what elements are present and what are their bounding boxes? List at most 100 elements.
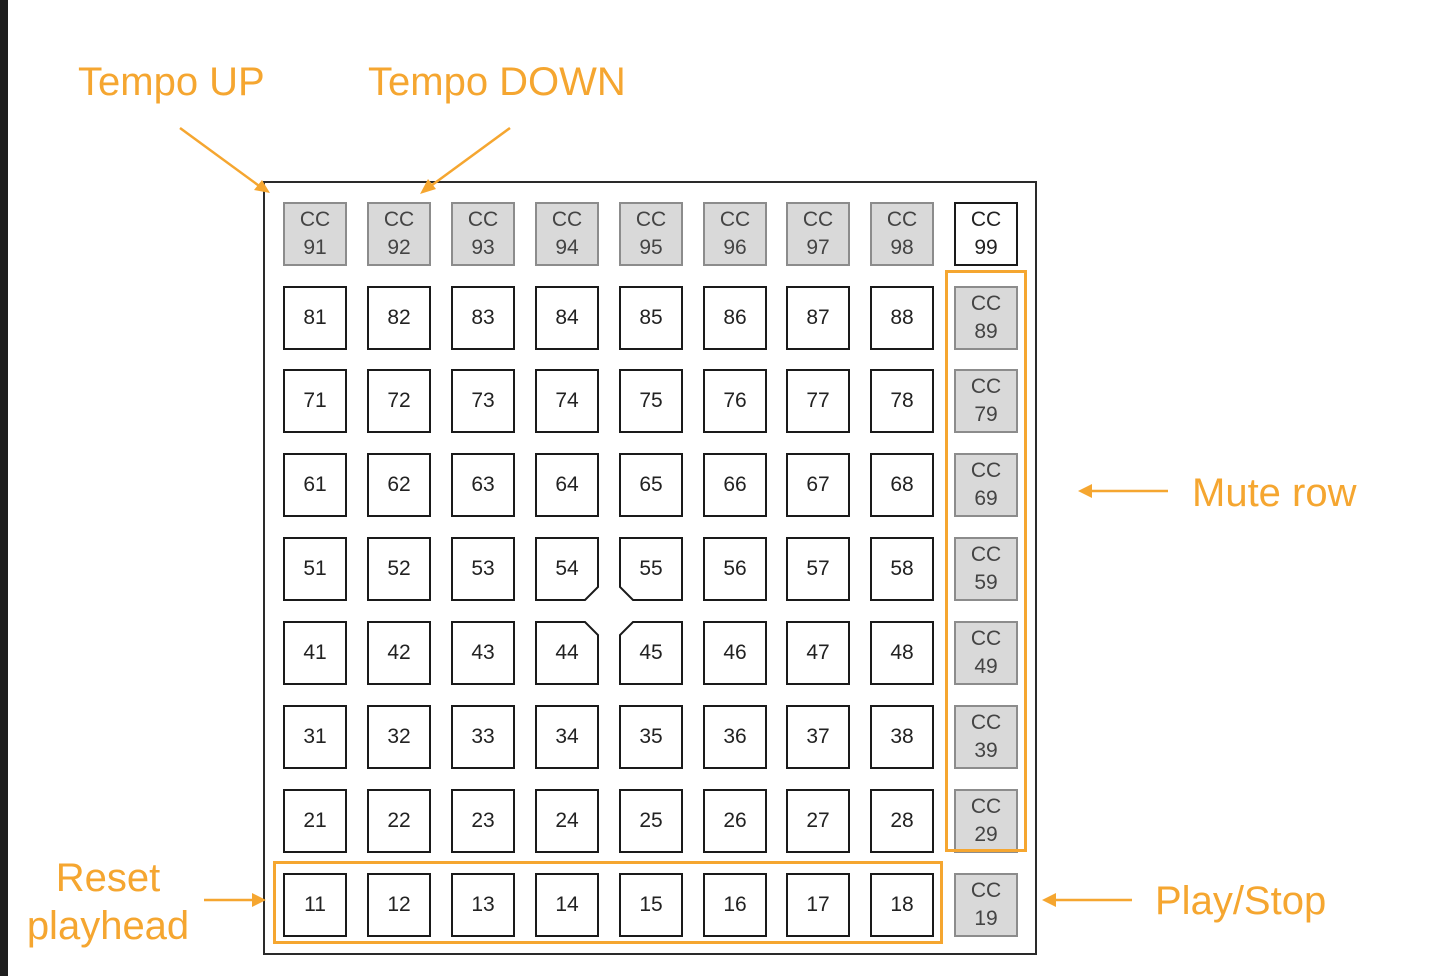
- pad-86[interactable]: 86: [703, 286, 767, 350]
- pad-75[interactable]: 75: [619, 369, 683, 433]
- pad-37[interactable]: 37: [786, 705, 850, 769]
- pad-25[interactable]: 25: [619, 789, 683, 853]
- pad-65-label: 65: [639, 473, 663, 496]
- pad-74[interactable]: 74: [535, 369, 599, 433]
- pad-57[interactable]: 57: [786, 537, 850, 601]
- pad-71[interactable]: 71: [283, 369, 347, 433]
- pad-14[interactable]: 14: [535, 873, 599, 937]
- pad-24[interactable]: 24: [535, 789, 599, 853]
- pad-31[interactable]: 31: [283, 705, 347, 769]
- pad-43[interactable]: 43: [451, 621, 515, 685]
- pad-44-shape: [535, 621, 599, 685]
- pad-58-label: 58: [890, 557, 914, 580]
- pad-28[interactable]: 28: [870, 789, 934, 853]
- pad-63[interactable]: 63: [451, 453, 515, 517]
- pad-66[interactable]: 66: [703, 453, 767, 517]
- cc-pad-98-label-prefix: CC: [886, 208, 918, 231]
- tempo-down-label: Tempo DOWN: [368, 60, 626, 104]
- pad-84[interactable]: 84: [535, 286, 599, 350]
- pad-52[interactable]: 52: [367, 537, 431, 601]
- pad-77[interactable]: 77: [786, 369, 850, 433]
- pad-42[interactable]: 42: [367, 621, 431, 685]
- cc-pad-94-label-prefix: CC: [551, 208, 583, 231]
- tempo-up-label: Tempo UP: [78, 60, 265, 104]
- pad-85[interactable]: 85: [619, 286, 683, 350]
- pad-22[interactable]: 22: [367, 789, 431, 853]
- pad-61[interactable]: 61: [283, 453, 347, 517]
- pad-47[interactable]: 47: [786, 621, 850, 685]
- pad-27[interactable]: 27: [786, 789, 850, 853]
- pad-13[interactable]: 13: [451, 873, 515, 937]
- pad-26[interactable]: 26: [703, 789, 767, 853]
- pad-53[interactable]: 53: [451, 537, 515, 601]
- pad-18[interactable]: 18: [870, 873, 934, 937]
- pad-51-label: 51: [303, 557, 327, 580]
- pad-32[interactable]: 32: [367, 705, 431, 769]
- pad-53-label: 53: [471, 557, 495, 580]
- pad-44[interactable]: 44: [535, 621, 599, 685]
- pad-15[interactable]: 15: [619, 873, 683, 937]
- pad-76[interactable]: 76: [703, 369, 767, 433]
- pad-54[interactable]: 54: [535, 537, 599, 601]
- pad-36[interactable]: 36: [703, 705, 767, 769]
- pad-51[interactable]: 51: [283, 537, 347, 601]
- pad-72[interactable]: 72: [367, 369, 431, 433]
- pad-87-label: 87: [806, 306, 830, 329]
- pad-16[interactable]: 16: [703, 873, 767, 937]
- pad-81[interactable]: 81: [283, 286, 347, 350]
- pad-58[interactable]: 58: [870, 537, 934, 601]
- pad-78[interactable]: 78: [870, 369, 934, 433]
- pad-17[interactable]: 17: [786, 873, 850, 937]
- pad-12[interactable]: 12: [367, 873, 431, 937]
- cc-pad-29-label-prefix: CC: [970, 795, 1002, 818]
- pad-55[interactable]: 55: [619, 537, 683, 601]
- pad-65[interactable]: 65: [619, 453, 683, 517]
- pad-43-label: 43: [471, 641, 495, 664]
- pad-56[interactable]: 56: [703, 537, 767, 601]
- pad-21[interactable]: 21: [283, 789, 347, 853]
- pad-41[interactable]: 41: [283, 621, 347, 685]
- pad-68[interactable]: 68: [870, 453, 934, 517]
- pad-88[interactable]: 88: [870, 286, 934, 350]
- pad-84-label: 84: [555, 306, 579, 329]
- pad-46[interactable]: 46: [703, 621, 767, 685]
- pad-62[interactable]: 62: [367, 453, 431, 517]
- reset-playhead-label-line1: Reset: [55, 856, 161, 900]
- pad-48[interactable]: 48: [870, 621, 934, 685]
- pad-11[interactable]: 11: [283, 873, 347, 937]
- pad-33[interactable]: 33: [451, 705, 515, 769]
- pad-34[interactable]: 34: [535, 705, 599, 769]
- reset-playhead-label: Reset playhead: [10, 854, 206, 950]
- pad-82[interactable]: 82: [367, 286, 431, 350]
- pad-73[interactable]: 73: [451, 369, 515, 433]
- pad-35[interactable]: 35: [619, 705, 683, 769]
- pad-23[interactable]: 23: [451, 789, 515, 853]
- pad-38[interactable]: 38: [870, 705, 934, 769]
- pad-83[interactable]: 83: [451, 286, 515, 350]
- cc-pad-95-label-number: 95: [639, 236, 663, 259]
- pad-64[interactable]: 64: [535, 453, 599, 517]
- pad-87[interactable]: 87: [786, 286, 850, 350]
- pad-14-label: 14: [555, 893, 579, 916]
- cc-pad-79-label-number: 79: [974, 403, 998, 426]
- pad-67[interactable]: 67: [786, 453, 850, 517]
- pad-45[interactable]: 45: [619, 621, 683, 685]
